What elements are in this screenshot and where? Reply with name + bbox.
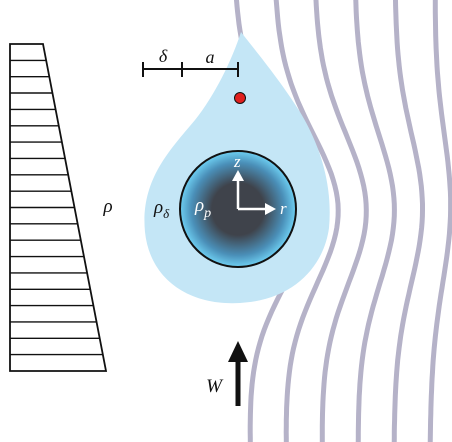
density-gradient-bar: [9, 43, 108, 372]
r-label: r: [280, 199, 287, 218]
streamline: [427, 0, 452, 442]
flow-arrowhead: [228, 341, 248, 362]
streamlines: [233, 0, 452, 442]
scale-bars: [142, 62, 239, 77]
z-arrowhead: [232, 170, 244, 181]
rho-delta-sub: δ: [163, 206, 170, 221]
rho-delta-label: ρδ: [153, 197, 170, 221]
streamline: [391, 0, 425, 442]
rho-p-sub: p: [203, 206, 211, 221]
r-arrowhead: [265, 203, 276, 215]
a-label: a: [206, 47, 215, 67]
coordinate-axes: [232, 170, 276, 215]
rho-p-base: ρ: [194, 195, 204, 216]
streamline: [313, 0, 369, 442]
red-tracer-dot: [234, 92, 246, 104]
streamline: [273, 0, 341, 442]
density-slats: [10, 59, 103, 356]
rho-label: ρ: [102, 196, 112, 217]
rho-delta-base: ρ: [153, 197, 163, 218]
W-label: W: [206, 376, 224, 397]
delta-label: δ: [159, 46, 168, 66]
streamline: [353, 0, 397, 442]
z-label: z: [233, 152, 241, 171]
flow-arrow: [228, 341, 248, 406]
rho-p-label: ρp: [194, 195, 211, 221]
